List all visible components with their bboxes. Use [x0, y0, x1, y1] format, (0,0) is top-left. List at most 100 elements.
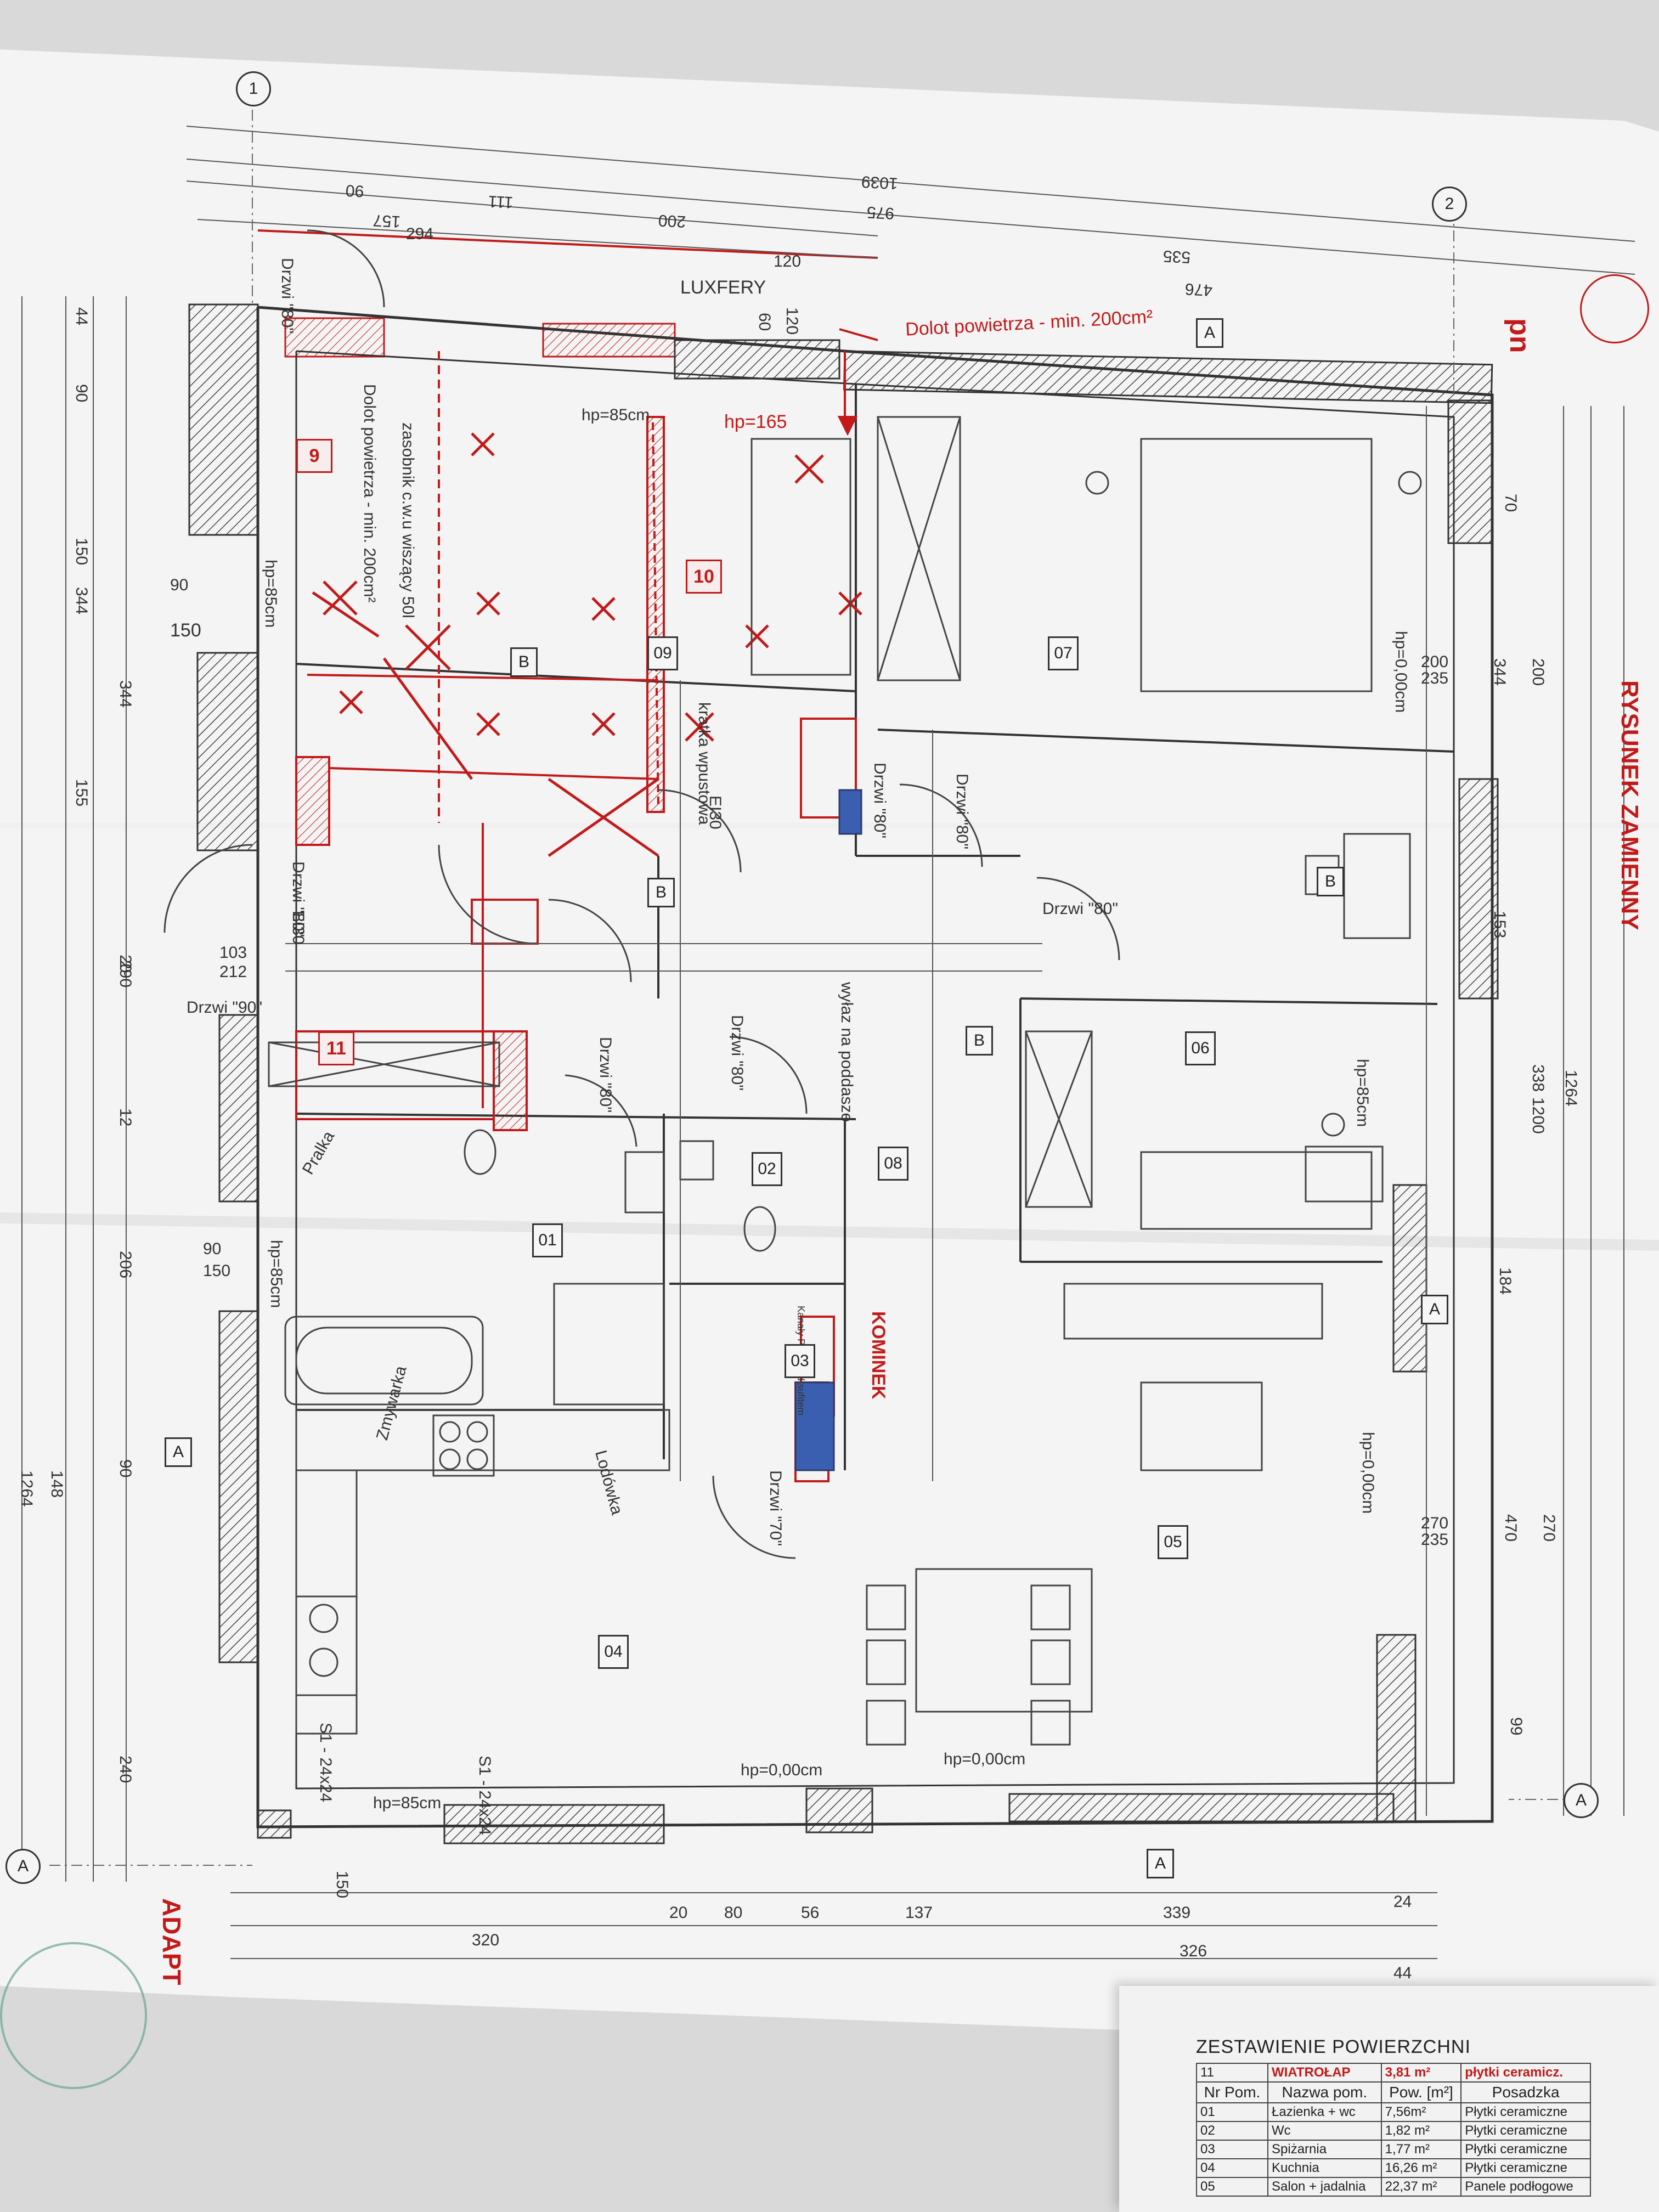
dimension-label: 80: [724, 1904, 743, 1922]
door-label: Drzwi "80": [596, 1037, 614, 1113]
dimension-label: 344: [1491, 658, 1509, 686]
door-label: Drzwi "70": [766, 1470, 785, 1546]
air-inlet-label: Dolot powietrza - min. 200cm²: [905, 306, 1154, 340]
dimension-label: 148: [48, 1470, 66, 1498]
chimney-duct-label: S1 - 24x24: [476, 1756, 494, 1836]
section-marker-a: A: [1421, 1295, 1448, 1324]
luxfery-label: LUXFERY: [680, 277, 766, 298]
table-cell: WIATROŁAP: [1267, 2063, 1382, 2083]
door-label: Drzwi "80": [728, 1015, 746, 1091]
table-row: 02 Wc 1,82 m² Płytki ceramiczne: [1195, 2121, 1591, 2141]
table-cell: Płytki ceramiczne: [1460, 2158, 1591, 2178]
height-label: hp=85cm: [267, 1240, 285, 1308]
dimension-label: 150: [203, 1262, 231, 1280]
dimension-label: 1039: [861, 172, 899, 193]
table-cell: 1,82 m²: [1380, 2121, 1462, 2141]
table-cell: 22,37 m²: [1380, 2177, 1462, 2197]
table-row: 11 WIATROŁAP 3,81 m² płytki ceramicz.: [1195, 2063, 1591, 2083]
adapt-label: ADAPT: [157, 1898, 186, 1985]
dimension-label: 294: [406, 225, 434, 243]
axis-marker-2: 2: [1432, 187, 1467, 222]
table-cell: 01: [1195, 2102, 1269, 2122]
section-marker-a: A: [1196, 318, 1223, 348]
table-row: 01 Łazienka + wc 7,56m² Płytki ceramiczn…: [1195, 2102, 1591, 2122]
table-cell: 16,26 m²: [1380, 2158, 1462, 2178]
dimension-label: 157: [373, 211, 401, 231]
room-box-02: 02: [752, 1152, 782, 1186]
column-header: Nazwa pom.: [1267, 2081, 1382, 2103]
dimension-label: 120: [774, 252, 802, 270]
fridge-label: Lodówka: [591, 1448, 627, 1517]
axis-marker-a: A: [1564, 1783, 1599, 1818]
table-cell: Łazienka + wc: [1267, 2102, 1382, 2122]
dimension-label: 90: [170, 576, 189, 594]
dimension-label: 111: [488, 191, 514, 212]
section-marker-a: A: [1147, 1849, 1174, 1878]
dimension-label: 120: [783, 307, 801, 335]
table-cell: Spiżarnia: [1267, 2140, 1382, 2159]
fireplace-label: KOMINEK: [868, 1311, 889, 1400]
room-box-04: 04: [598, 1635, 629, 1669]
room-box-red-10: 10: [686, 560, 722, 594]
dimension-label: 1200: [1529, 1097, 1547, 1134]
column-header: Nr Pom.: [1195, 2081, 1269, 2103]
compass-icon: [1580, 274, 1649, 343]
dimension-label: 103: [219, 944, 247, 962]
axis-marker-1: 1: [236, 71, 271, 106]
section-marker-b: B: [647, 878, 675, 907]
table-cell: 05: [1195, 2177, 1269, 2197]
dimension-label: 150: [72, 538, 91, 566]
dishwasher-label: Zmywarka: [373, 1364, 410, 1442]
section-marker-b: B: [510, 647, 538, 677]
dimension-label: 535: [1163, 246, 1191, 267]
column-header: Posadzka: [1460, 2081, 1591, 2103]
dimension-label: 1264: [18, 1470, 36, 1507]
height-label: hp=0,00cm: [1392, 631, 1410, 713]
axis-marker-a: A: [5, 1849, 41, 1884]
dimension-label: 476: [1184, 279, 1213, 300]
dimension-label: 20: [669, 1904, 688, 1922]
dimension-label: 155: [72, 779, 91, 807]
dimension-label: 470: [1502, 1514, 1520, 1542]
room-box-05: 05: [1158, 1525, 1188, 1559]
dimension-label: 90: [203, 1240, 222, 1258]
height-label: hp=85cm: [582, 406, 650, 424]
table-row: 04 Kuchnia 16,26 m² Płytki ceramiczne: [1195, 2158, 1591, 2178]
dimension-label: 1264: [1562, 1070, 1580, 1107]
section-marker-b: B: [966, 1026, 993, 1056]
height-label: hp=0,00cm: [741, 1761, 823, 1779]
height-label: hp=0,00cm: [944, 1750, 1026, 1768]
table-cell: 1,77 m²: [1380, 2140, 1462, 2159]
table-cell: Płytki ceramiczne: [1460, 2121, 1591, 2141]
door-label: Drzwi "80": [953, 774, 971, 849]
dimension-label: 320: [472, 1931, 500, 1949]
dimension-label: 235: [1421, 1531, 1449, 1549]
dimension-label: 20: [116, 955, 134, 973]
door-label: Drzwi "80": [278, 258, 296, 334]
table-cell: Panele podłogowe: [1460, 2177, 1591, 2197]
table-cell: Płytki ceramiczne: [1460, 2102, 1591, 2122]
dimension-label: 200: [658, 211, 686, 231]
table-cell: Płytki ceramiczne: [1460, 2140, 1591, 2159]
height-label: hp=85cm: [373, 1794, 442, 1812]
dimension-label: 200: [1421, 653, 1449, 671]
table-cell: 3,81 m²: [1380, 2063, 1462, 2083]
dimension-label: 150: [333, 1871, 351, 1899]
dimension-label: 153: [1491, 911, 1509, 939]
room-box-red-11: 11: [318, 1031, 354, 1065]
height-label: hp=85cm: [1353, 1059, 1372, 1127]
room-box-01: 01: [532, 1223, 563, 1257]
ei30-label: EI30: [289, 911, 307, 945]
dimension-label: 56: [801, 1904, 820, 1922]
dimension-label: 24: [1393, 1893, 1412, 1911]
dimension-label: 235: [1421, 669, 1449, 687]
dimension-label: 326: [1180, 1942, 1207, 1960]
table-cell: Wc: [1267, 2121, 1382, 2141]
dimension-label: 90: [116, 1459, 134, 1478]
dimension-label: 150: [170, 620, 201, 641]
height-label: hp=0,00cm: [1359, 1432, 1377, 1514]
table-row: 05 Salon + jadalnia 22,37 m² Panele podł…: [1195, 2177, 1591, 2197]
dimension-label: 60: [755, 313, 774, 331]
